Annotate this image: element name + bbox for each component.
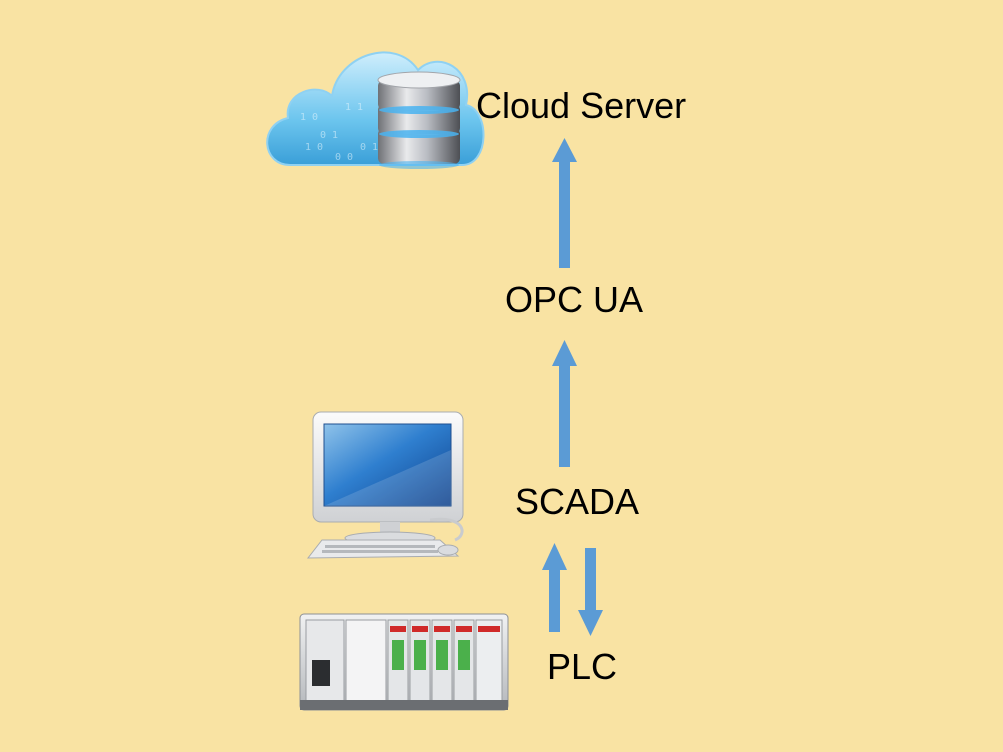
- svg-text:1 0: 1 0: [305, 142, 323, 153]
- computer-icon: [306, 411, 464, 559]
- scada-label: SCADA: [515, 481, 640, 522]
- svg-text:1 1: 1 1: [345, 102, 363, 113]
- plc-rack-icon: [299, 613, 509, 711]
- opc-ua-label: OPC UA: [505, 279, 644, 320]
- arrow-scada-to-opc: [552, 340, 577, 467]
- cloud-server-label: Cloud Server: [476, 85, 687, 126]
- plc-label: PLC: [547, 646, 618, 687]
- svg-text:0 1: 0 1: [320, 130, 338, 141]
- database-icon: [377, 71, 461, 169]
- arrow-opc-to-cloud: [552, 138, 577, 268]
- cloud-server-icon: 1 00 11 1 0 11 00 0: [266, 51, 485, 169]
- svg-text:1 0: 1 0: [300, 112, 318, 123]
- svg-text:0 1: 0 1: [360, 142, 378, 153]
- arrow-scada-to-plc: [578, 548, 603, 636]
- svg-text:0 0: 0 0: [335, 152, 353, 163]
- arrow-plc-to-scada: [542, 543, 567, 632]
